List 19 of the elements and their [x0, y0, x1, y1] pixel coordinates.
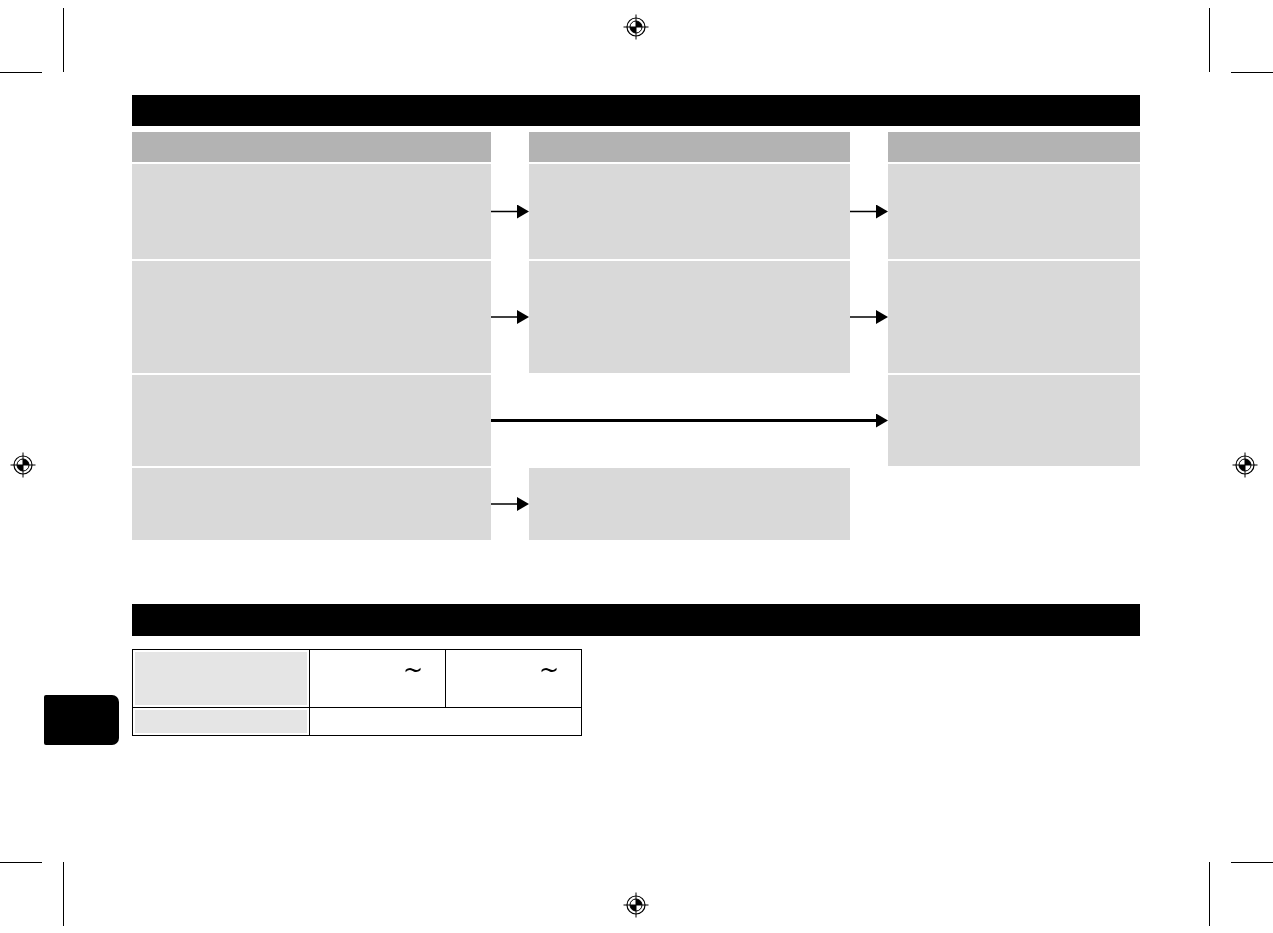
process-box [132, 261, 491, 373]
tilde-symbol: ~ [403, 658, 424, 682]
arrow [491, 413, 888, 428]
arrow [490, 310, 529, 324]
process-box [132, 375, 491, 466]
process-box [529, 468, 850, 540]
process-box [132, 468, 491, 540]
process-box [529, 164, 850, 259]
index-tab [44, 695, 119, 745]
process-box [132, 164, 491, 259]
arrow [490, 497, 529, 511]
arrow [849, 204, 888, 219]
arrow [490, 204, 529, 219]
process-box [529, 261, 850, 373]
tilde-symbol: ~ [539, 658, 560, 682]
arrow [849, 310, 888, 324]
process-box [888, 375, 1140, 466]
process-box [888, 164, 1140, 259]
process-box [888, 261, 1140, 373]
